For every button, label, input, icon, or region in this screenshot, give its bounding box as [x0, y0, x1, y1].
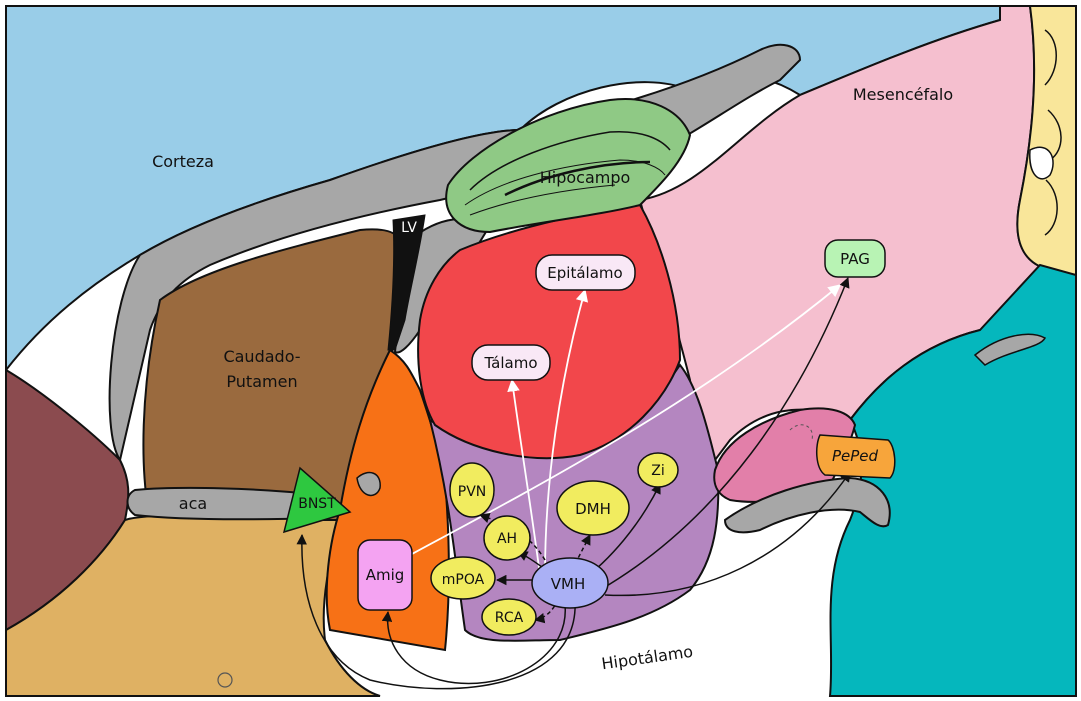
svg-text:AH: AH — [497, 531, 517, 547]
svg-text:PVN: PVN — [458, 484, 487, 500]
nucleus-mpoa: mPOA — [431, 557, 495, 599]
svg-text:PePed: PePed — [832, 447, 879, 465]
nucleus-pag: PAG — [825, 240, 885, 277]
nucleus-talamo: Tálamo — [472, 345, 550, 380]
nucleus-vmh: VMH — [532, 558, 608, 608]
nucleus-epitalamo: Epitálamo — [536, 255, 635, 290]
svg-text:RCA: RCA — [495, 610, 524, 626]
nucleus-amig: Amig — [358, 540, 412, 610]
label-hipocampo: Hipocampo — [540, 168, 631, 187]
label-lv: LV — [401, 220, 417, 236]
nucleus-ah: AH — [484, 516, 530, 560]
label-corteza: Corteza — [152, 152, 214, 171]
label-aca: aca — [179, 494, 207, 513]
nucleus-peped: PePed — [817, 435, 895, 478]
nucleus-rca: RCA — [482, 599, 536, 635]
nucleus-zi: Zi — [638, 453, 678, 487]
label-caudado-line2: Putamen — [226, 372, 297, 391]
svg-text:Amig: Amig — [366, 566, 405, 584]
nucleus-pvn: PVN — [450, 463, 494, 517]
svg-text:mPOA: mPOA — [442, 572, 485, 588]
label-caudado-line1: Caudado- — [223, 347, 300, 366]
svg-text:VMH: VMH — [551, 575, 585, 593]
svg-text:BNST: BNST — [298, 496, 336, 512]
svg-text:Zi: Zi — [651, 463, 664, 479]
svg-text:DMH: DMH — [575, 500, 611, 518]
svg-text:Tálamo: Tálamo — [483, 354, 537, 372]
svg-text:PAG: PAG — [840, 250, 870, 268]
label-mesencefalo: Mesencéfalo — [853, 85, 953, 104]
nucleus-dmh: DMH — [557, 481, 629, 535]
svg-text:Epitálamo: Epitálamo — [547, 264, 622, 282]
